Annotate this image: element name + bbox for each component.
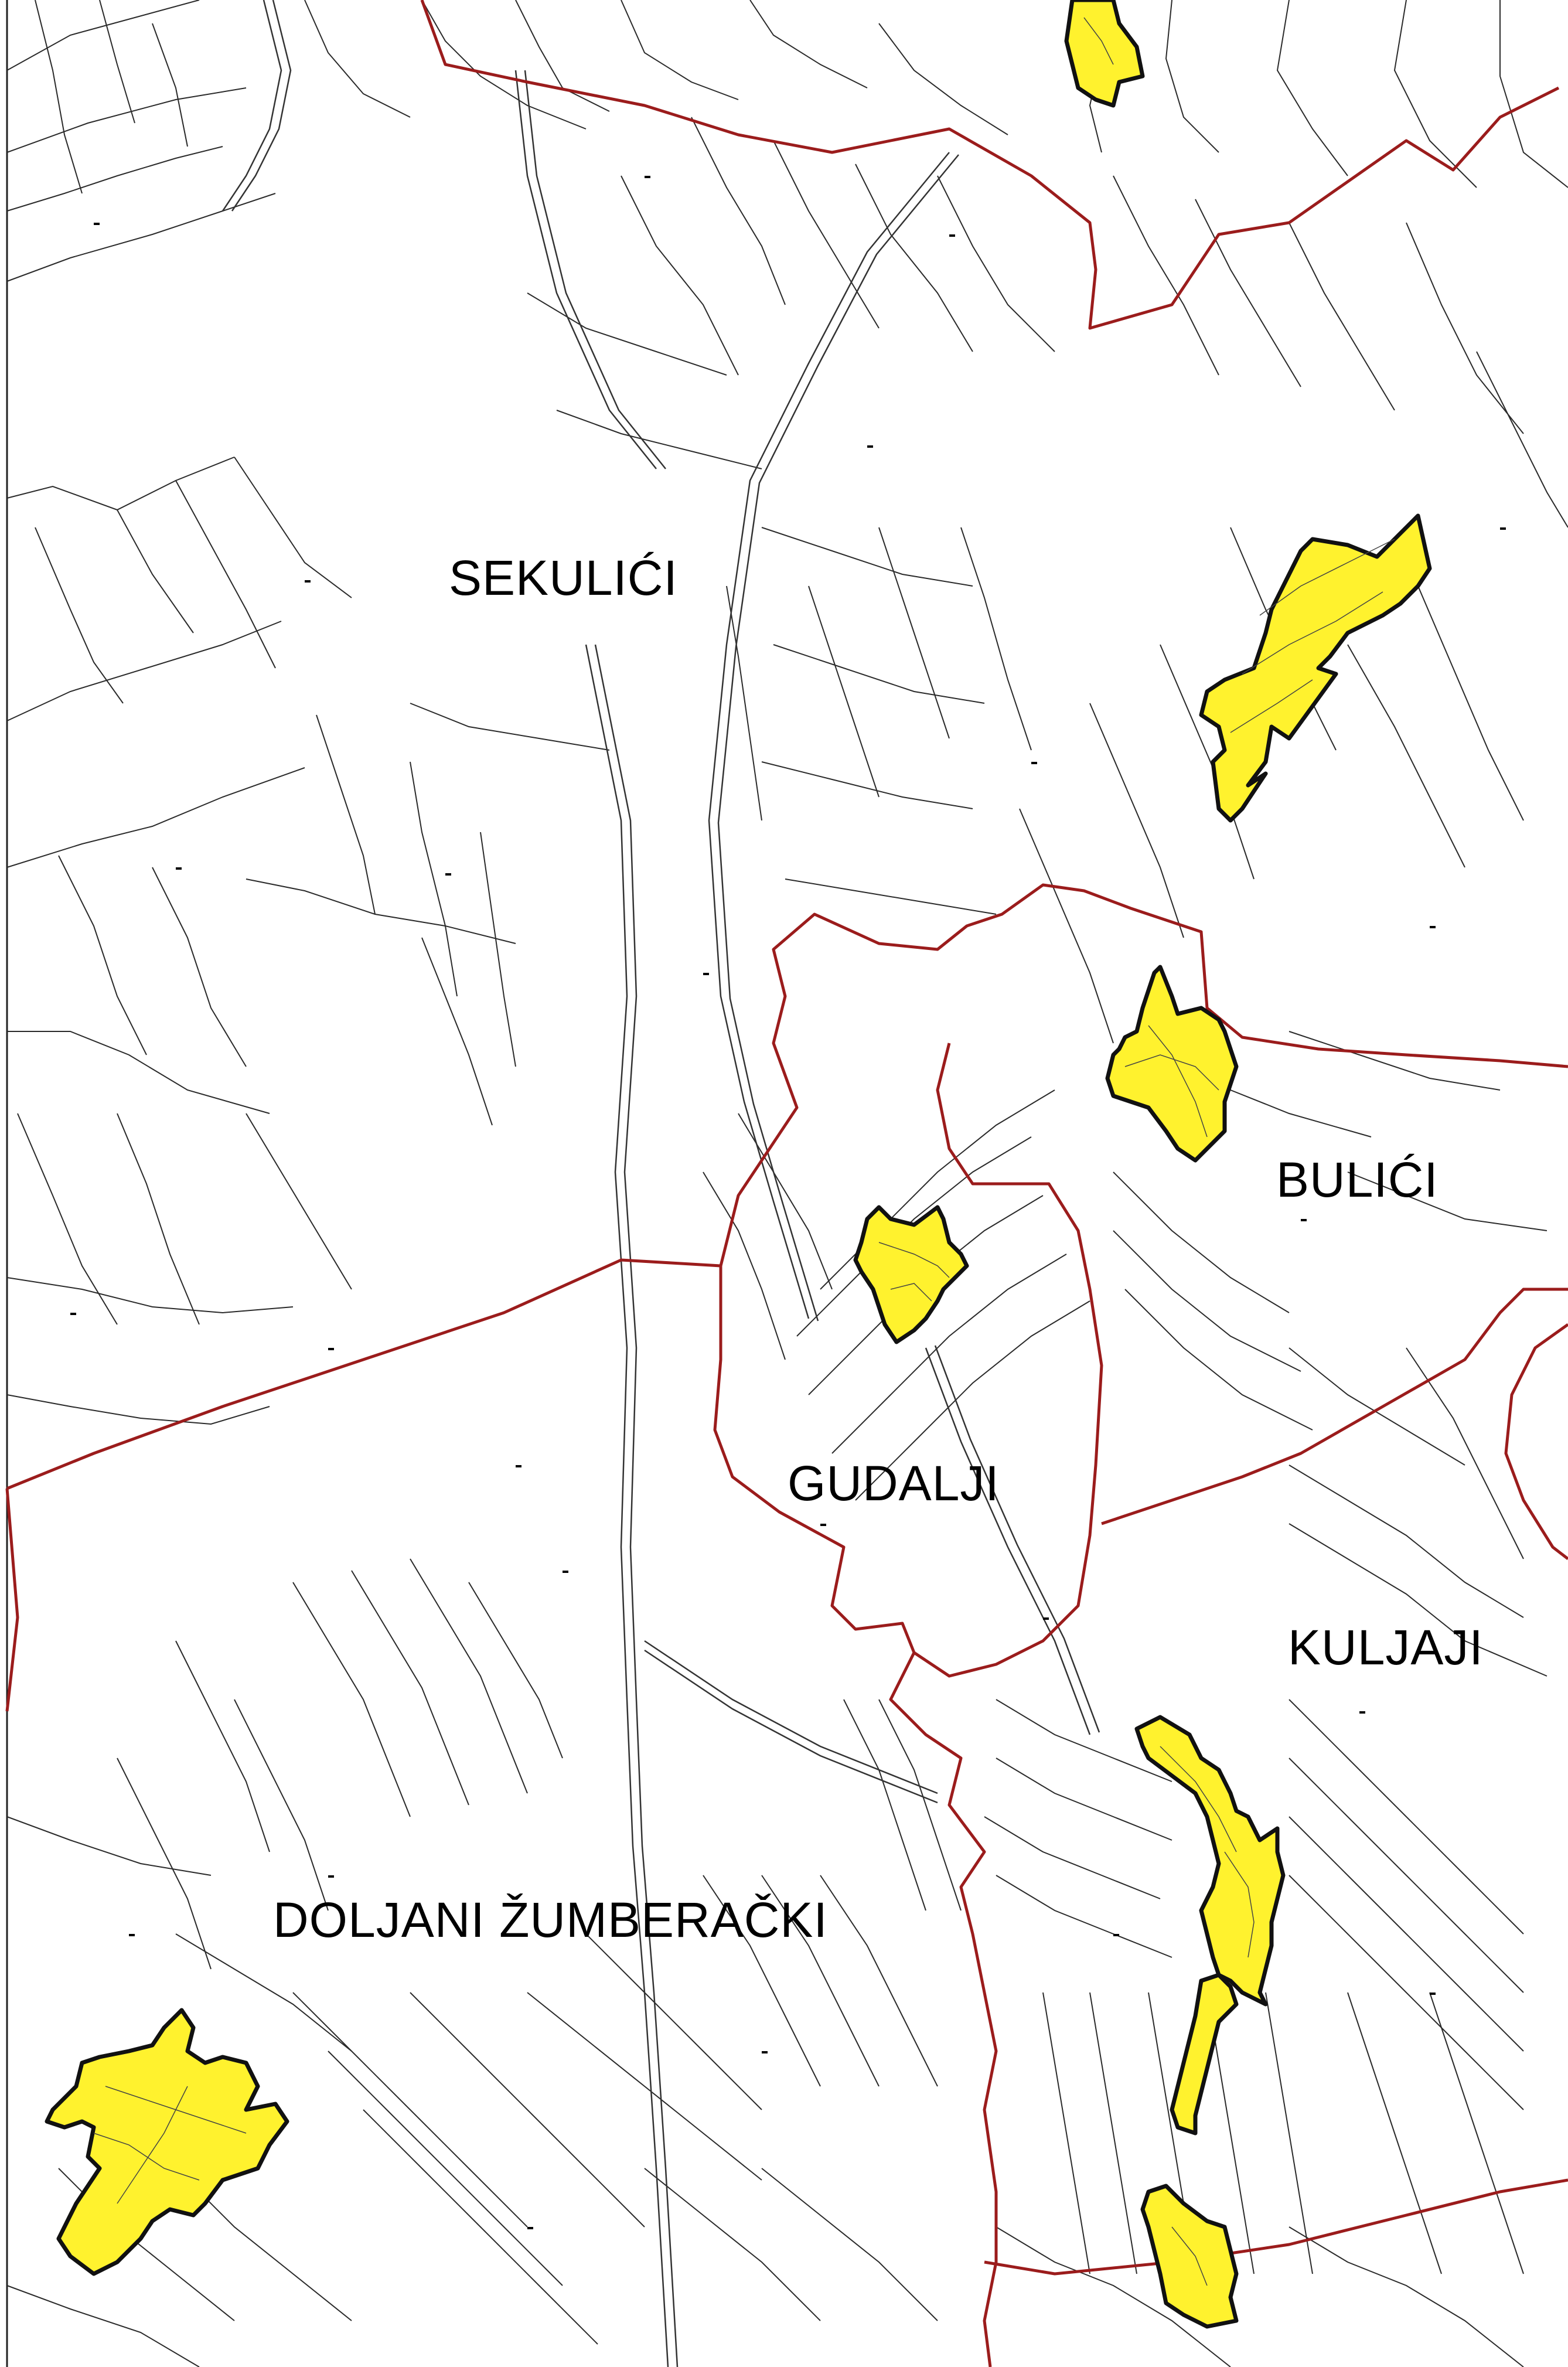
settlement-area-bulici	[1105, 965, 1239, 1163]
place-label-gudalji: GUDALJI	[788, 1456, 1000, 1511]
place-labels: SEKULIĆI BULIĆI GUDALJI KULJAJI DOLJANI …	[273, 550, 1484, 1947]
place-label-bulici: BULIĆI	[1276, 1152, 1439, 1207]
parcel-number-tags	[70, 176, 1506, 2229]
cadastral-boundaries	[5, 0, 1568, 2367]
settlement-area-kuljaji-south	[1170, 1973, 1239, 2136]
settlement-area-sekulici-east	[1199, 513, 1432, 823]
settlement-area-top-center	[1064, 0, 1145, 108]
settlement-area-kuljaji	[1134, 1715, 1286, 2007]
settlement-areas	[45, 0, 1432, 2329]
settlement-area-gudalji	[853, 1205, 969, 1344]
settlement-area-doljani-zumberacki	[45, 2008, 289, 2276]
settlement-area-kuljaji-far-south	[1140, 2184, 1239, 2329]
road-network	[221, 0, 1100, 2367]
place-label-doljani-zumberacki: DOLJANI ŽUMBERAČKI	[273, 1892, 828, 1947]
parcel-boundaries	[6, 0, 1568, 2367]
place-label-kuljaji: KULJAJI	[1288, 1620, 1484, 1675]
place-label-sekulici: SEKULIĆI	[449, 550, 678, 605]
